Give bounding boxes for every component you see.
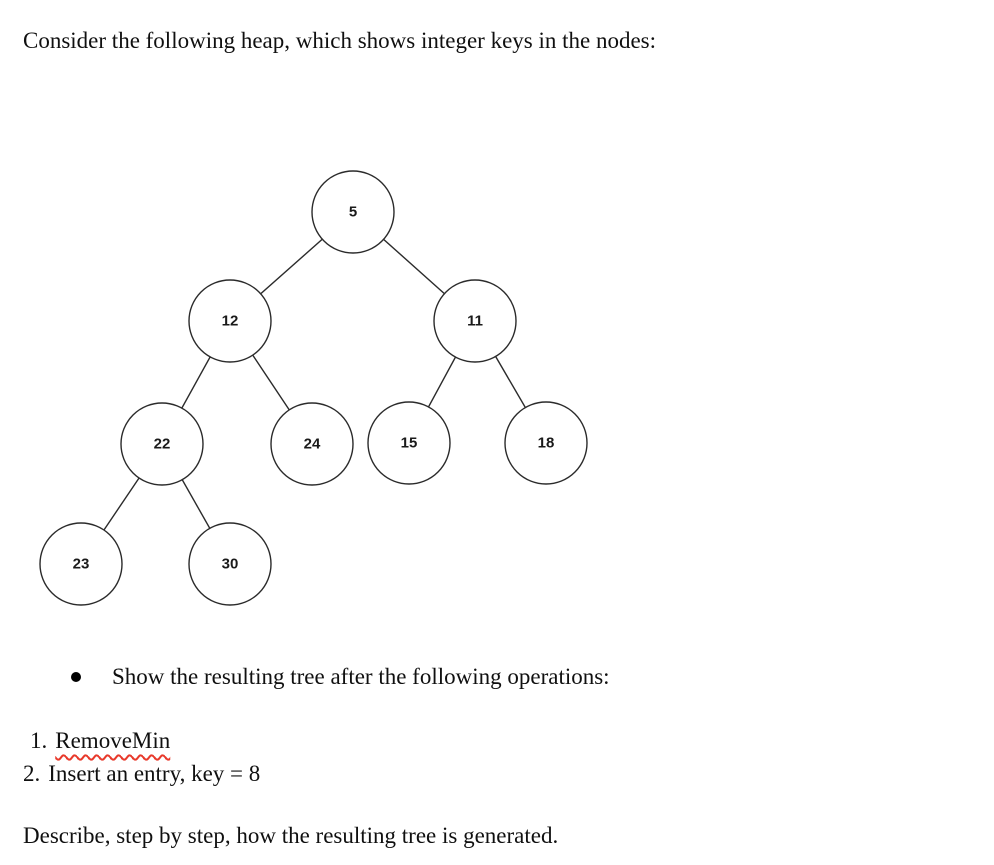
list-item-2-text: Insert an entry, key = 8 [48, 761, 261, 786]
tree-node-label-18: 18 [538, 435, 555, 452]
list-item-insert: 2. Insert an entry, key = 8 [23, 759, 260, 789]
tree-node-label-5: 5 [349, 204, 357, 221]
tree-node-label-12: 12 [222, 313, 239, 330]
list-item-2-number: 2. [23, 761, 41, 786]
question-intro-text: Consider the following heap, which shows… [23, 28, 657, 53]
tree-node-12 [188, 279, 272, 363]
tree-node-label-22: 22 [154, 436, 171, 453]
bullet-item: Show the resulting tree after the follow… [71, 662, 610, 692]
tree-node-label-23: 23 [73, 556, 90, 573]
list-item-removemin: 1. RemoveMin [30, 726, 170, 756]
bullet-icon [71, 671, 81, 682]
tree-node-label-30: 30 [222, 556, 239, 573]
tree-node-18 [504, 401, 588, 485]
tree-node-11 [433, 279, 517, 363]
tree-node-22 [120, 402, 204, 486]
list-item-1-number: 1. [30, 728, 48, 753]
tree-node-label-11: 11 [467, 313, 483, 330]
list-item-1-text: RemoveMin [55, 728, 171, 753]
tree-node-5 [311, 170, 395, 254]
tree-node-24 [270, 402, 354, 486]
tree-node-23 [39, 522, 123, 606]
describe-instruction-text: Describe, step by step, how the resultin… [23, 823, 559, 848]
tree-node-label-15: 15 [401, 435, 418, 452]
tree-node-15 [367, 401, 451, 485]
tree-node-label-24: 24 [304, 436, 321, 453]
bullet-item-text: Show the resulting tree after the follow… [112, 664, 610, 689]
tree-node-30 [188, 522, 272, 606]
